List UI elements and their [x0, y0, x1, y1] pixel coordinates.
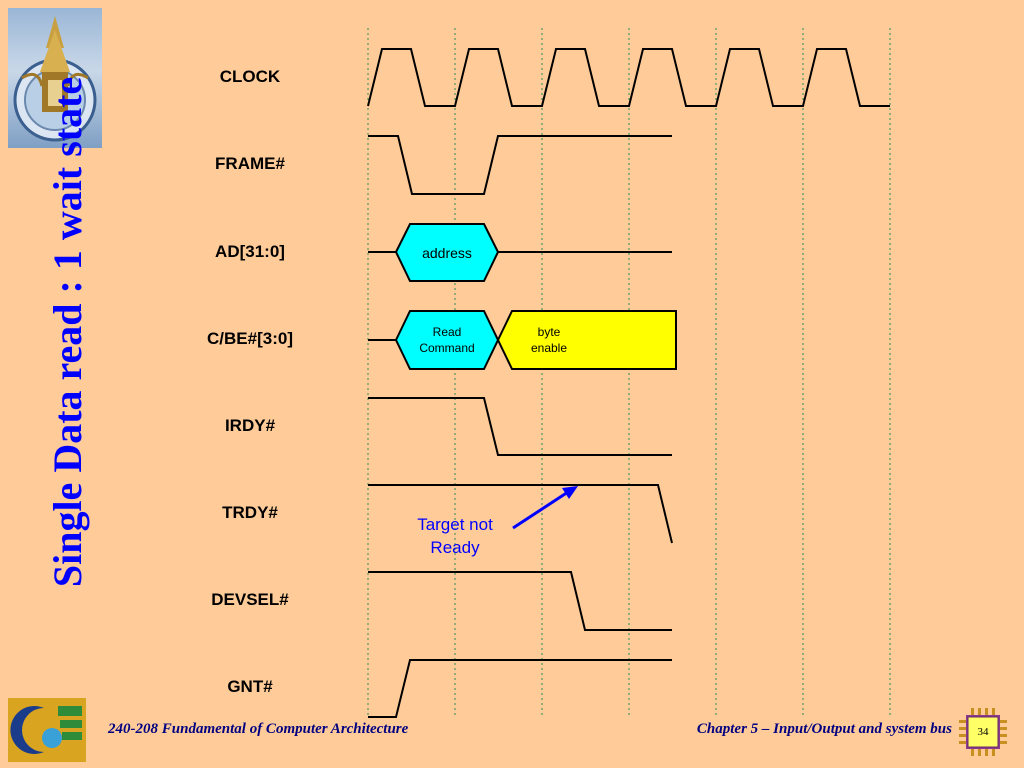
signal-label-cbe: C/BE#[3:0]: [207, 329, 293, 348]
footer-course: 240-208 Fundamental of Computer Architec…: [108, 721, 408, 738]
signal-label-irdy: IRDY#: [224, 416, 276, 435]
annotation-line1: Target not: [417, 515, 493, 534]
annotation-arrow: [512, 486, 578, 530]
address-label: address: [422, 245, 472, 261]
signal-label-ad: AD[31:0]: [215, 242, 285, 261]
byte-enable-bus-shape: [496, 310, 677, 370]
devsel-waveform: [368, 571, 672, 631]
signal-label-gnt: GNT#: [227, 677, 273, 696]
signal-label-devsel: DEVSEL#: [211, 590, 289, 609]
signal-label-trdy: TRDY#: [222, 503, 278, 522]
university-emblem: [8, 8, 102, 148]
gnt-waveform: [368, 659, 672, 718]
read-command-bus-shape: [394, 310, 500, 370]
footer-chapter: Chapter 5 – Input/Output and system bus: [696, 721, 952, 737]
byte-enable-label-line2: enable: [531, 341, 567, 355]
frame-waveform: [368, 135, 672, 195]
irdy-waveform: [368, 397, 672, 456]
course-logo: [8, 698, 86, 762]
chip-icon: [957, 706, 1009, 758]
signal-label-frame: FRAME#: [215, 154, 285, 173]
clock-grid-lines: [367, 28, 891, 718]
page-number: 34: [977, 726, 989, 738]
footer-course-title: 208 Fundamental of Computer Architecture: [135, 721, 409, 737]
read-command-label-line2: Command: [419, 341, 474, 355]
footer-course-number: 240-: [108, 721, 136, 737]
trdy-waveform: [368, 484, 673, 544]
address-bus-shape: [394, 223, 500, 282]
read-command-label-line1: Read: [433, 325, 462, 339]
signal-label-clock: CLOCK: [219, 67, 281, 86]
annotation-line2: Ready: [430, 538, 480, 557]
clock-waveform: [367, 48, 890, 107]
byte-enable-label-line1: byte: [538, 325, 561, 339]
